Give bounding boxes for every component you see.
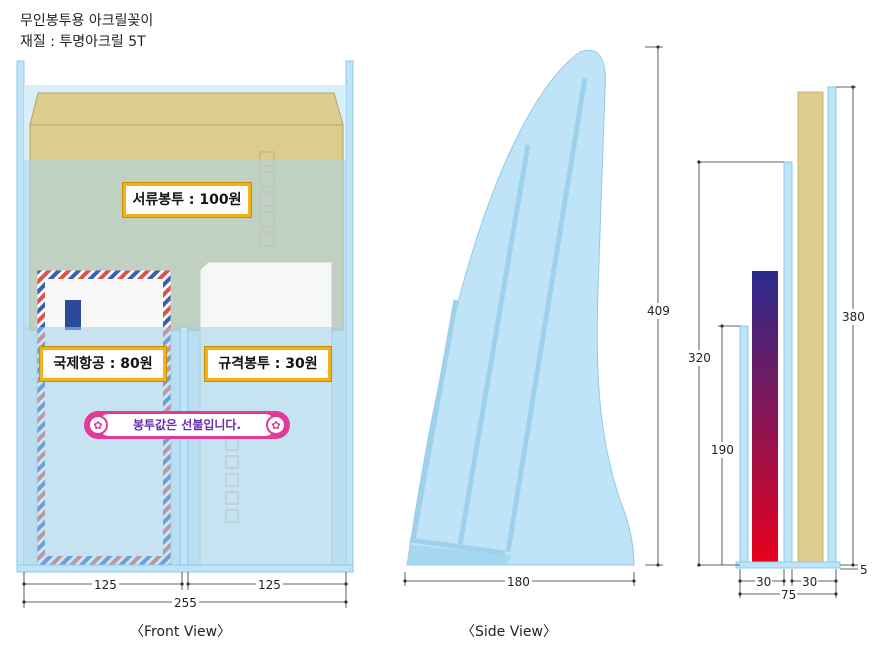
flower-icon-right: ✿ bbox=[271, 419, 280, 432]
front-total-width-dim: 255 bbox=[172, 596, 199, 610]
flower-icon-left: ✿ bbox=[93, 419, 102, 432]
side-view-drawing bbox=[406, 49, 635, 566]
document-envelope-price-label: 서류봉투 : 100원 bbox=[123, 183, 251, 217]
title-line-2: 재질 : 투명아크릴 5T bbox=[20, 34, 146, 50]
front-view-drawing: ✿ ✿ bbox=[16, 60, 354, 573]
section-190-dim: 190 bbox=[711, 442, 734, 458]
front-left-width-dim: 125 bbox=[92, 578, 119, 592]
standard-envelope-price-label: 규격봉투 : 30원 bbox=[205, 347, 331, 381]
side-height-dim: 409 bbox=[647, 303, 670, 319]
front-view-caption: 〈Front View〉 bbox=[130, 624, 232, 640]
section-view-drawing bbox=[735, 86, 841, 569]
section-320-dim: 320 bbox=[688, 350, 711, 366]
front-right-width-dim: 125 bbox=[256, 578, 283, 592]
airmail-envelope-price-label: 국제항공 : 80원 bbox=[40, 347, 166, 381]
prepaid-notice-banner: 봉투값은 선불입니다. bbox=[132, 418, 242, 432]
section-width-75-dim: 75 bbox=[780, 588, 798, 602]
section-width-30b-dim: 30 bbox=[801, 575, 819, 589]
title-line-1: 무인봉투용 아크릴꽂이 bbox=[20, 13, 154, 29]
side-view-caption: 〈Side View〉 bbox=[461, 624, 557, 640]
section-width-30a-dim: 30 bbox=[755, 575, 773, 589]
section-380-dim: 380 bbox=[842, 309, 865, 325]
section-base-5-dim: 5 bbox=[860, 563, 868, 577]
side-base-dim: 180 bbox=[505, 575, 532, 589]
